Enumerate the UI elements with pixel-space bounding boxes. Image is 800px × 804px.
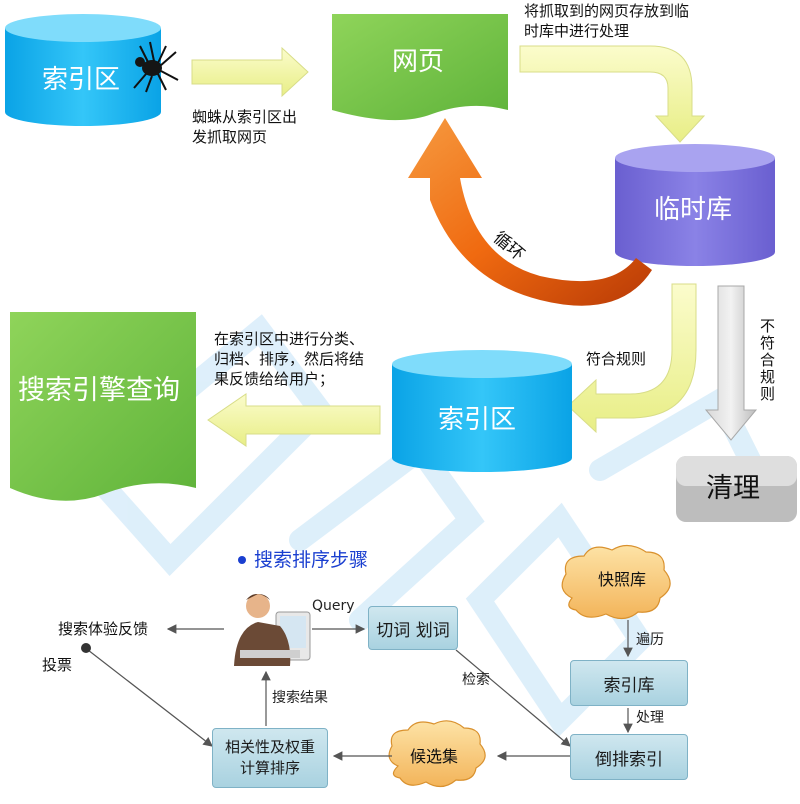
index-zone-2-label: 索引区 [438,405,517,435]
search-result-label: 搜索结果 [272,690,328,706]
vote-dot [81,643,91,653]
vote-label: 投票 [42,656,73,674]
search-query-document [10,312,196,501]
experience-label: 搜索体验反馈 [58,620,149,638]
index-zone-cylinder-top [5,14,161,126]
arrow-to-clean [704,285,758,441]
spider-icon [133,41,179,93]
not-conform-label: 不 符 合 规 则 [760,317,776,403]
spider-note-line2: 发抓取网页 [192,128,268,146]
search-query-label: 搜索引擎查询 [18,375,180,406]
user-at-computer-icon [234,594,311,666]
ranking-steps-heading: 搜索排序步骤 [254,549,369,571]
heading-bullet [238,556,246,564]
index-zone-1-label: 索引区 [42,65,121,95]
conform-label: 符合规则 [586,350,647,368]
query-label: Query [312,598,355,614]
candidate-cloud [388,720,486,788]
segment-box: 切词 划词 [368,606,458,650]
arrow-to-temp-db [519,45,706,143]
relevance-box: 相关性及权重 计算排序 [212,728,328,788]
candidate-label: 候选集 [410,747,459,766]
loop-arc [408,118,652,306]
arrow-to-search-query [207,393,381,447]
snapshot-cloud [561,544,671,620]
temp-db-label: 临时库 [654,195,733,225]
arrow-to-webpage [191,46,309,98]
inverted-index-box: 倒排索引 [570,734,688,780]
classify-note-line2: 归档、排序，然后将结 [214,350,365,368]
retrieve-label: 检索 [462,672,490,688]
classify-note-line3: 果反馈给给用户； [214,370,335,388]
flow-connectors [87,620,633,761]
store-note-line1: 将抓取到的网页存放到临 [524,2,690,20]
classify-note-line1: 在索引区中进行分类、 [214,330,365,348]
clean-label: 清理 [706,473,760,504]
arrow-to-index-zone-2 [567,283,697,434]
store-note-line2: 时库中进行处理 [524,22,630,40]
webpage-label: 网页 [392,47,445,77]
index-zone-cylinder-2 [392,350,572,472]
process-label: 处理 [636,710,664,726]
traverse-label: 遍历 [636,632,664,648]
snapshot-label: 快照库 [598,570,647,589]
webpage-document [332,14,508,121]
temp-db-cylinder [615,144,775,266]
index-db-box: 索引库 [570,660,688,706]
spider-note-line1: 蜘蛛从索引区出 [192,108,298,126]
